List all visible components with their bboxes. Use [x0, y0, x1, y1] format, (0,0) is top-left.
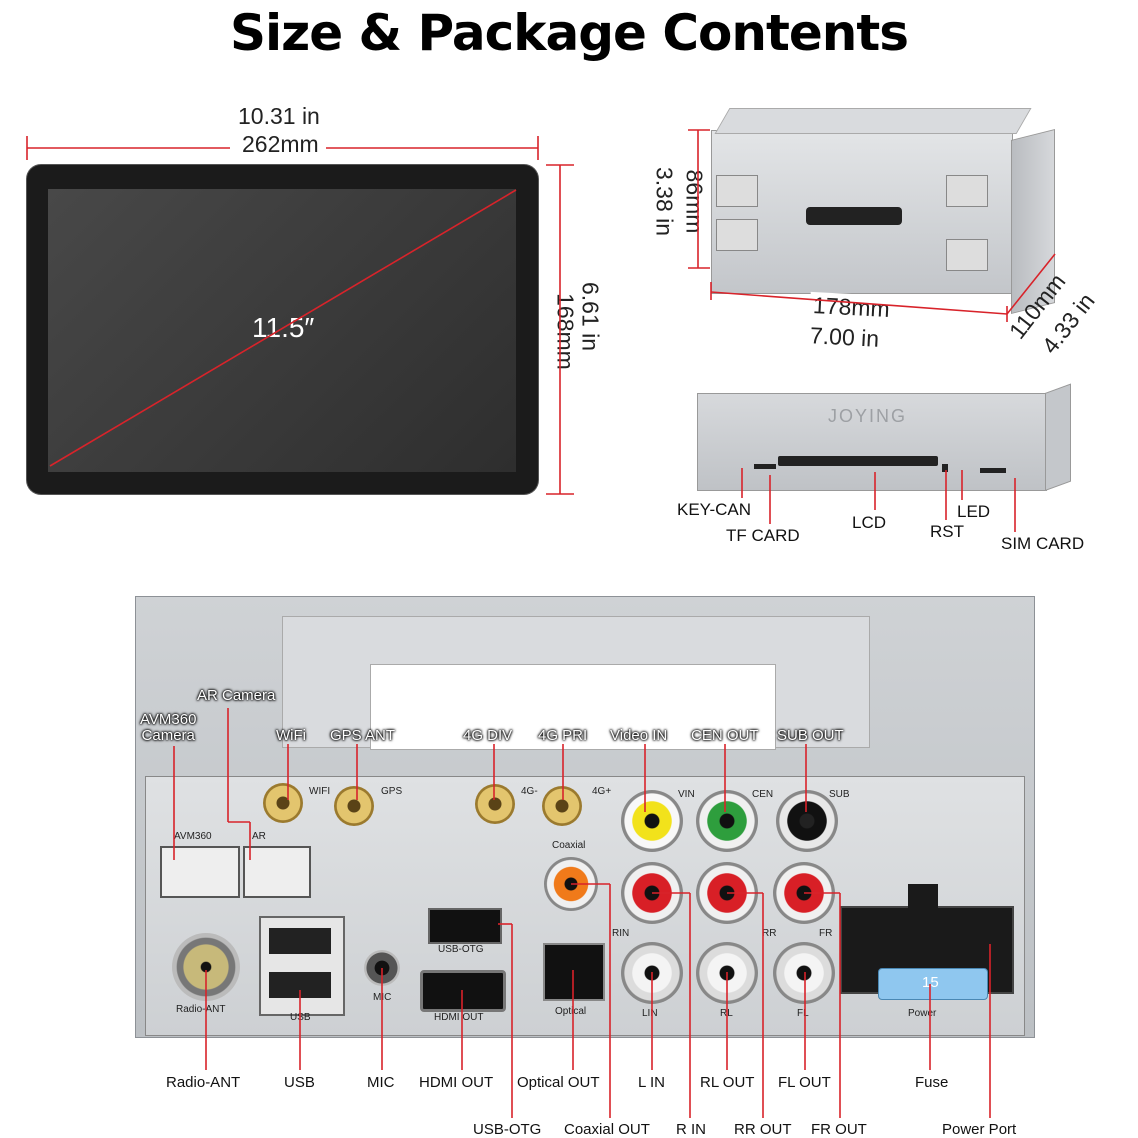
label-led: LED — [957, 502, 991, 521]
chassis-width-mm: 178mm — [809, 291, 894, 324]
silk-wifi: WIFI — [309, 786, 331, 797]
label-tf-card: TF CARD — [726, 526, 800, 545]
ar-connector — [243, 846, 311, 898]
label-wifi: WiFi — [276, 727, 306, 744]
silk-usb-otg: USB-OTG — [438, 944, 484, 955]
silk-avm360: AVM360 — [174, 831, 212, 842]
label-fl-out: FL OUT — [778, 1074, 831, 1091]
usb-port — [259, 916, 345, 1016]
page-title: Size & Package Contents — [229, 4, 909, 62]
fuse-rating: 15 — [922, 974, 939, 991]
label-usb-otg: USB-OTG — [473, 1121, 542, 1138]
label-4g-pri: 4G PRI — [538, 727, 588, 744]
label-fr-out: FR OUT — [811, 1121, 867, 1138]
label-l-in: L IN — [638, 1074, 665, 1091]
label-4g-div: 4G DIV — [463, 727, 513, 744]
silk-fl: FL — [797, 1008, 809, 1019]
cen-out-jack — [696, 790, 758, 852]
chassis-height-in: 3.38 in — [651, 166, 678, 237]
label-cen-out: CEN OUT — [691, 727, 759, 744]
label-avm360-camera: AVM360 Camera — [140, 711, 197, 744]
screen-height-mm: 168mm — [552, 293, 579, 370]
label-power-port: Power Port — [942, 1121, 1017, 1138]
label-usb: USB — [284, 1074, 315, 1091]
label-gps-ant: GPS ANT — [330, 727, 396, 744]
sub-out-jack — [776, 790, 838, 852]
silk-power: Power — [908, 1008, 937, 1019]
label-key-can: KEY-CAN — [677, 500, 752, 519]
usb-otg-port — [428, 908, 502, 944]
gps-connector — [334, 786, 374, 826]
fuse — [878, 968, 988, 1000]
silk-vin: VIN — [678, 789, 695, 800]
chassis-height-mm: 86mm — [681, 169, 708, 234]
silk-rl: RL — [720, 1008, 733, 1019]
fl-out-jack — [773, 942, 835, 1004]
silk-lin: LIN — [642, 1008, 658, 1019]
l-in-jack — [621, 942, 683, 1004]
4g-div-connector — [475, 784, 515, 824]
video-in-jack — [621, 790, 683, 852]
label-hdmi-out: HDMI OUT — [419, 1074, 494, 1091]
label-radio-ant: Radio-ANT — [166, 1074, 241, 1091]
label-coaxial-out: Coaxial OUT — [564, 1121, 650, 1138]
mic-jack — [364, 950, 400, 986]
brand-logo: JOYING — [828, 406, 908, 426]
label-lcd: LCD — [852, 513, 887, 532]
fr-out-jack — [773, 862, 835, 924]
silk-4g-plus: 4G+ — [592, 786, 612, 797]
front-view-side — [1045, 383, 1071, 491]
screen-width-mm: 262mm — [238, 131, 323, 158]
label-rl-out: RL OUT — [700, 1074, 755, 1091]
rear-cage-window — [370, 664, 776, 750]
screen-width-in: 10.31 in — [238, 103, 320, 129]
hdmi-port — [420, 970, 506, 1012]
label-rr-out: RR OUT — [734, 1121, 792, 1138]
silk-hdmi-out: HDMI OUT — [434, 1012, 484, 1023]
silk-ar: AR — [252, 831, 266, 842]
screen-diagonal: 11.5″ — [252, 312, 315, 343]
radio-ant-connector — [172, 933, 240, 1001]
label-fuse: Fuse — [915, 1074, 949, 1091]
chassis-box — [711, 130, 1013, 294]
4g-pri-connector — [542, 786, 582, 826]
chassis-top — [714, 108, 1032, 134]
silk-mic: MIC — [373, 992, 392, 1003]
rl-out-jack — [696, 942, 758, 1004]
wifi-connector — [263, 783, 303, 823]
silk-fr: FR — [819, 928, 833, 939]
rr-out-jack — [696, 862, 758, 924]
silk-gps: GPS — [381, 786, 403, 797]
silk-4g-minus: 4G- — [521, 786, 538, 797]
optical-port — [543, 943, 605, 1001]
r-in-jack — [621, 862, 683, 924]
silk-radio-ant: Radio-ANT — [176, 1004, 226, 1015]
coaxial-out-jack — [544, 857, 598, 911]
label-mic: MIC — [367, 1074, 395, 1091]
power-key — [908, 884, 938, 908]
label-r-in: R IN — [676, 1121, 706, 1138]
front-view-box: JOYING — [697, 393, 1047, 491]
avm360-connector — [160, 846, 240, 898]
label-video-in: Video IN — [610, 727, 668, 744]
label-sim-card: SIM CARD — [1001, 534, 1085, 553]
label-optical-out: Optical OUT — [517, 1074, 600, 1091]
silk-rr: RR — [762, 928, 777, 939]
silk-usb: USB — [290, 1012, 311, 1023]
chassis-width-in: 7.00 in — [809, 322, 880, 352]
label-ar-camera: AR Camera — [197, 687, 276, 704]
silk-cen: CEN — [752, 789, 774, 800]
label-sub-out: SUB OUT — [777, 727, 844, 744]
silk-rin: RIN — [612, 928, 630, 939]
screen-height-in: 6.61 in — [577, 281, 604, 352]
silk-sub: SUB — [829, 789, 850, 800]
silk-optical: Optical — [555, 1006, 587, 1017]
label-rst: RST — [930, 522, 964, 541]
silk-coaxial: Coaxial — [552, 840, 586, 851]
